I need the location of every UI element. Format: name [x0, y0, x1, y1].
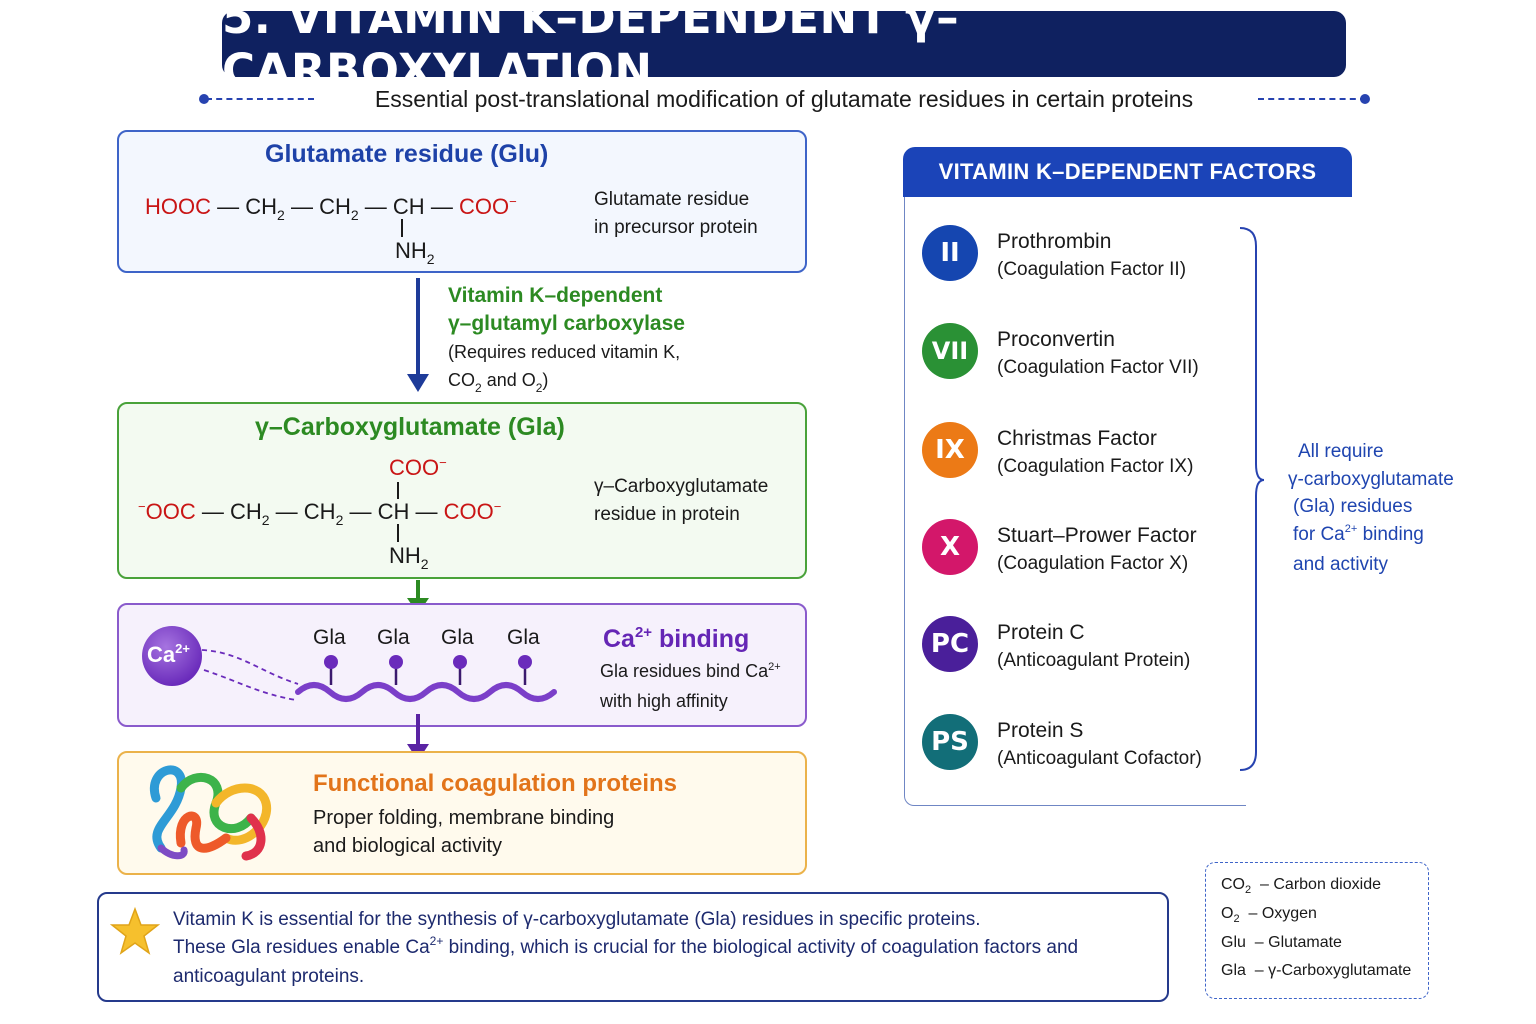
factor-badge-ii: II — [922, 225, 978, 281]
glutamate-note: Glutamate residue in precursor protein — [594, 189, 758, 238]
coo-group: COO — [458, 194, 510, 219]
calcium-ion-icon — [142, 626, 202, 686]
ch2-group: CH — [319, 194, 351, 219]
legend-entry: Glu – Glutamate — [1221, 934, 1342, 951]
factor-badge-x: X — [922, 519, 978, 575]
glutamate-panel — [117, 130, 807, 273]
carboxyglutamate-panel — [117, 402, 807, 579]
factor-description: (Coagulation Factor II) — [997, 259, 1187, 280]
functional-proteins-panel — [117, 751, 807, 875]
enzyme-requirements: (Requires reduced vitamin K, CO2 and O2) — [448, 342, 681, 395]
calcium-ion-label: Ca2+ — [147, 641, 190, 667]
page-title: 5. VITAMIN K–DEPENDENT γ–CARBOXYLATION — [222, 0, 1346, 97]
legend-entry: CO2 – Carbon dioxide — [1221, 876, 1381, 896]
calcium-binding-note: Gla residues bind Ca2+ with high affinit… — [600, 661, 781, 711]
carboxyglutamate-heading: γ–Carboxyglutamate (Gla) — [255, 413, 565, 441]
ch-group: CH — [392, 194, 425, 219]
amino-group: NH2 — [395, 238, 435, 267]
legend-entry: Gla – γ-Carboxyglutamate — [1221, 962, 1412, 979]
abbreviation-legend — [1205, 862, 1429, 999]
factor-description: (Coagulation Factor IX) — [997, 456, 1194, 477]
subtitle-left-dash — [206, 98, 314, 101]
factor-name: Christmas Factor — [997, 427, 1157, 450]
factors-header: VITAMIN K–DEPENDENT FACTORS — [903, 147, 1352, 197]
factor-badge-ix: IX — [922, 422, 978, 478]
gla-label: Gla — [377, 626, 410, 649]
top-carboxyl-group: COO− — [389, 455, 447, 480]
factor-description: (Anticoagulant Protein) — [997, 650, 1191, 671]
glutamate-heading: Glutamate residue (Glu) — [265, 140, 549, 168]
factor-badge-ps: PS — [922, 714, 978, 770]
factor-name: Prothrombin — [997, 230, 1112, 253]
bond-line — [397, 482, 399, 499]
carboxyglutamate-formula: −OOC — CH2 — CH2 — CH — COO− — [138, 499, 502, 528]
factor-name: Stuart–Prower Factor — [997, 524, 1197, 547]
summary-text: Vitamin K is essential for the synthesis… — [173, 909, 1079, 987]
requirement-note: All require γ-carboxyglutamate (Gla) res… — [1288, 441, 1454, 575]
factor-description: (Coagulation Factor VII) — [997, 357, 1199, 378]
carboxyglutamate-note: γ–Carboxyglutamate residue in protein — [594, 476, 769, 525]
subtitle-left-dot — [199, 94, 209, 104]
protein-ribbon-icon — [149, 765, 272, 861]
ch2-group: CH — [245, 194, 278, 219]
factors-panel — [904, 196, 1246, 806]
arrow-down-icon — [407, 278, 429, 392]
amino-group: NH2 — [389, 543, 429, 572]
star-icon — [110, 907, 160, 955]
subtitle-right-dash — [1258, 98, 1366, 101]
factor-name: Protein C — [997, 621, 1085, 644]
functional-proteins-note: Proper folding, membrane binding and bio… — [313, 807, 615, 857]
bond-line — [397, 524, 399, 542]
bond-line — [401, 219, 403, 237]
gla-calcium-diagram — [142, 626, 557, 702]
subtitle-right-dot — [1360, 94, 1370, 104]
page-subtitle: Essential post-translational modificatio… — [374, 86, 1194, 112]
hooc-group: HOOC — [145, 194, 211, 219]
gla-label: Gla — [313, 626, 346, 649]
curly-brace-icon — [1239, 227, 1265, 771]
factor-description: (Anticoagulant Cofactor) — [997, 748, 1202, 769]
calcium-binding-title: Ca2+ binding — [603, 624, 750, 653]
glutamate-formula: HOOC — CH2 — CH2 — CH — COO− — [145, 194, 517, 223]
summary-box — [97, 892, 1169, 1002]
functional-proteins-title: Functional coagulation proteins — [313, 770, 678, 797]
protein-chain — [295, 682, 557, 702]
enzyme-name: Vitamin K–dependent γ–glutamyl carboxyla… — [448, 284, 685, 335]
gla-label: Gla — [441, 626, 474, 649]
factor-badge-vii: VII — [922, 323, 978, 379]
factor-name: Proconvertin — [997, 328, 1115, 351]
gla-label: Gla — [507, 626, 540, 649]
factor-badge-pc: PC — [922, 616, 978, 672]
factor-description: (Coagulation Factor X) — [997, 553, 1189, 574]
legend-entry: O2 – Oxygen — [1221, 905, 1317, 925]
factor-name: Protein S — [997, 719, 1084, 742]
